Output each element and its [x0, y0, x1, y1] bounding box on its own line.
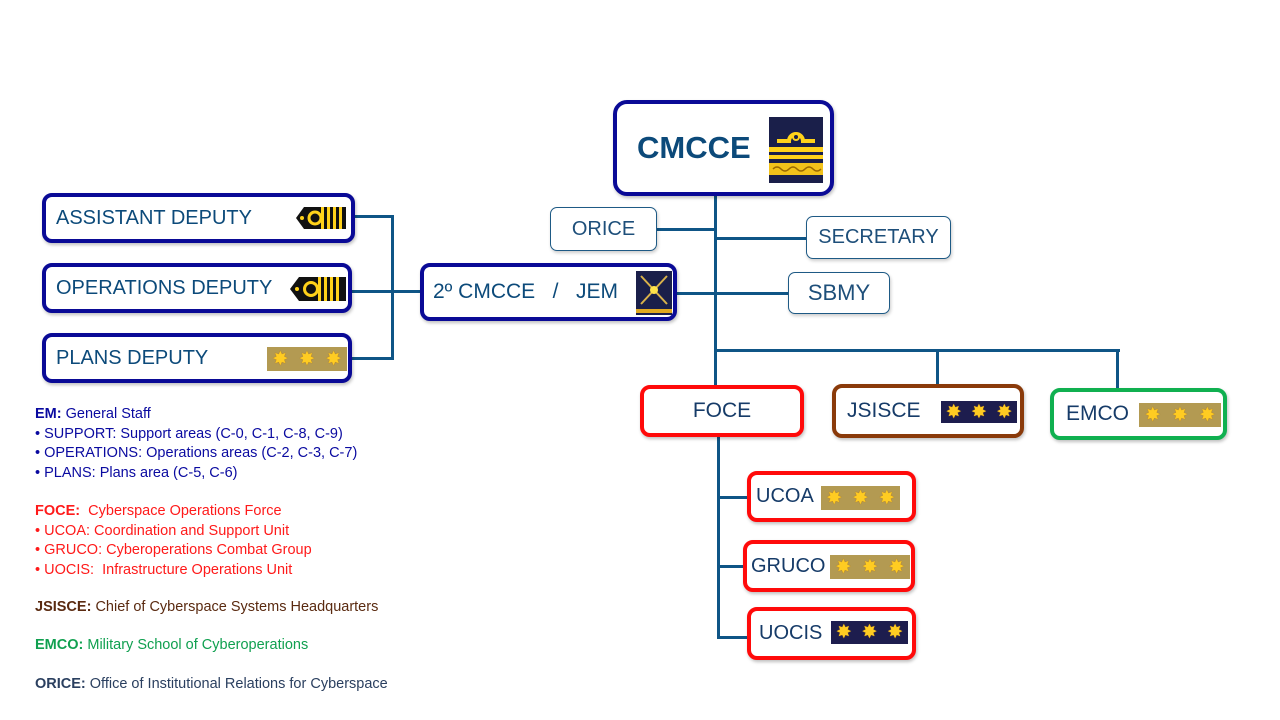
- crossed-batons-insignia-icon: [636, 271, 672, 315]
- connector-emco: [1116, 350, 1119, 390]
- node-assistant-deputy[interactable]: ASSISTANT DEPUTY: [42, 193, 355, 243]
- node-uocis-label: UOCIS: [759, 622, 823, 644]
- captain-navy-epaulette-icon: [296, 207, 346, 229]
- legend-foce-item: • GRUCO: Cyberoperations Combat Group: [35, 542, 312, 558]
- connector-branch-horizontal: [716, 349, 1120, 352]
- legend-foce-term: FOCE:: [35, 503, 81, 519]
- star-icon: ✸: [862, 556, 878, 578]
- node-plans-deputy-label: PLANS DEPUTY: [56, 346, 209, 369]
- legend-jsisce: JSISCE: Chief of Cyberspace Systems Head…: [35, 599, 378, 615]
- node-sbmy[interactable]: SBMY: [788, 272, 890, 314]
- node-emco[interactable]: EMCO ✸ ✸ ✸: [1050, 388, 1227, 440]
- vice-admiral-shoulder-board-icon: [769, 117, 823, 183]
- node-foce[interactable]: FOCE: [640, 385, 804, 437]
- legend-jsisce-desc: Chief of Cyberspace Systems Headquarters: [91, 599, 379, 615]
- star-icon: ✸: [1199, 404, 1216, 426]
- connector-operations: [352, 290, 422, 293]
- star-icon: ✸: [826, 487, 843, 509]
- node-sbmy-label: SBMY: [807, 280, 871, 305]
- star-icon: ✸: [299, 348, 315, 370]
- legend-foce-desc: Cyberspace Operations Force: [80, 503, 282, 519]
- star-icon: ✸: [1144, 404, 1161, 426]
- star-icon: ✸: [887, 622, 904, 643]
- three-stars-gold-icon: ✸ ✸ ✸: [821, 486, 900, 510]
- node-operations-deputy[interactable]: OPERATIONS DEPUTY: [42, 263, 352, 313]
- node-jsisce[interactable]: JSISCE ✸ ✸ ✸: [832, 384, 1024, 438]
- star-icon: ✸: [325, 348, 342, 370]
- captain-navy-epaulette-icon: [290, 277, 346, 301]
- node-cmcce-label: CMCCE: [637, 130, 751, 165]
- legend-foce-item: • UCOA: Coordination and Support Unit: [35, 522, 290, 539]
- star-icon: ✸: [835, 556, 852, 578]
- node-ucoa-label: UCOA: [756, 485, 814, 507]
- node-second-cmcce-label: 2º CMCCE / JEM: [433, 280, 619, 303]
- legend-em: EM: General Staff • SUPPORT: Support are…: [35, 405, 357, 483]
- node-orice-label: ORICE: [571, 217, 636, 240]
- node-plans-deputy[interactable]: PLANS DEPUTY ✸ ✸ ✸: [42, 333, 352, 383]
- connector-ucoa: [717, 496, 749, 499]
- star-icon: ✸: [996, 401, 1013, 423]
- connector-secretary: [716, 237, 808, 240]
- legend-em-term: EM:: [35, 406, 62, 422]
- legend-em-item: • OPERATIONS: Operations areas (C-2, C-3…: [35, 445, 358, 461]
- node-assistant-deputy-label: ASSISTANT DEPUTY: [56, 206, 252, 229]
- connector-foce-vertical: [717, 436, 720, 638]
- connector-assistant: [352, 215, 394, 218]
- legend-em-item: • PLANS: Plans area (C-5, C-6): [35, 464, 238, 481]
- node-gruco-label: GRUCO: [751, 554, 826, 577]
- legend-orice-desc: Office of Institutional Relations for Cy…: [85, 676, 388, 692]
- star-icon: ✸: [272, 348, 289, 370]
- connector-deputies-vertical: [391, 215, 394, 360]
- three-stars-gold-icon: ✸ ✸ ✸: [830, 555, 910, 579]
- legend-orice: ORICE: Office of Institutional Relations…: [35, 676, 388, 692]
- legend-jsisce-term: JSISCE:: [35, 599, 92, 615]
- star-icon: ✸: [945, 401, 962, 423]
- legend-em-item: • SUPPORT: Support areas (C-0, C-1, C-8,…: [35, 425, 343, 442]
- star-icon: ✸: [852, 487, 869, 509]
- node-foce-label: FOCE: [692, 399, 752, 422]
- node-cmcce[interactable]: CMCCE: [613, 100, 834, 196]
- star-icon: ✸: [1172, 404, 1188, 426]
- node-ucoa[interactable]: UCOA ✸ ✸ ✸: [747, 471, 916, 522]
- star-icon: ✸: [878, 487, 895, 509]
- legend-foce-title: FOCE: Cyberspace Operations Force: [35, 502, 312, 522]
- star-icon: ✸: [835, 622, 852, 643]
- node-emco-label: EMCO: [1066, 402, 1129, 425]
- legend-emco: EMCO: Military School of Cyberoperations: [35, 637, 308, 653]
- legend-foce-item: • UOCIS: Infrastructure Operations Unit: [35, 561, 293, 578]
- star-icon: ✸: [888, 556, 905, 578]
- legend-emco-term: EMCO:: [35, 637, 84, 653]
- legend-em-desc: General Staff: [61, 406, 151, 422]
- three-stars-gold-icon: ✸ ✸ ✸: [1139, 403, 1221, 427]
- legend-orice-term: ORICE:: [35, 676, 86, 692]
- node-jsisce-label: JSISCE: [847, 399, 921, 422]
- node-secretary[interactable]: SECRETARY: [806, 216, 951, 259]
- node-operations-deputy-label: OPERATIONS DEPUTY: [56, 276, 273, 299]
- three-stars-dark-icon: ✸ ✸ ✸: [831, 621, 908, 644]
- node-secretary-label: SECRETARY: [818, 226, 939, 248]
- star-icon: ✸: [971, 401, 987, 423]
- three-stars-dark-icon: ✸ ✸ ✸: [941, 401, 1017, 423]
- connector-orice: [656, 228, 716, 231]
- connector-jsisce: [936, 349, 939, 387]
- three-stars-gold-icon: ✸ ✸ ✸: [267, 347, 347, 371]
- node-uocis[interactable]: UOCIS ✸ ✸ ✸: [747, 607, 916, 660]
- node-orice[interactable]: ORICE: [550, 207, 657, 251]
- legend-foce: FOCE: Cyberspace Operations Force • UCOA…: [35, 502, 312, 580]
- legend-emco-desc: Military School of Cyberoperations: [83, 637, 309, 653]
- node-second-cmcce-jem[interactable]: 2º CMCCE / JEM: [420, 263, 677, 321]
- legend-em-title: EM: General Staff: [35, 405, 357, 425]
- connector-uocis: [717, 636, 749, 639]
- node-gruco[interactable]: GRUCO ✸ ✸ ✸: [743, 540, 915, 592]
- connector-plans: [350, 357, 394, 360]
- connector-second-sbmy: [676, 292, 790, 295]
- connector-gruco: [717, 565, 745, 568]
- star-icon: ✸: [861, 622, 878, 643]
- connector-main-vertical: [714, 196, 717, 386]
